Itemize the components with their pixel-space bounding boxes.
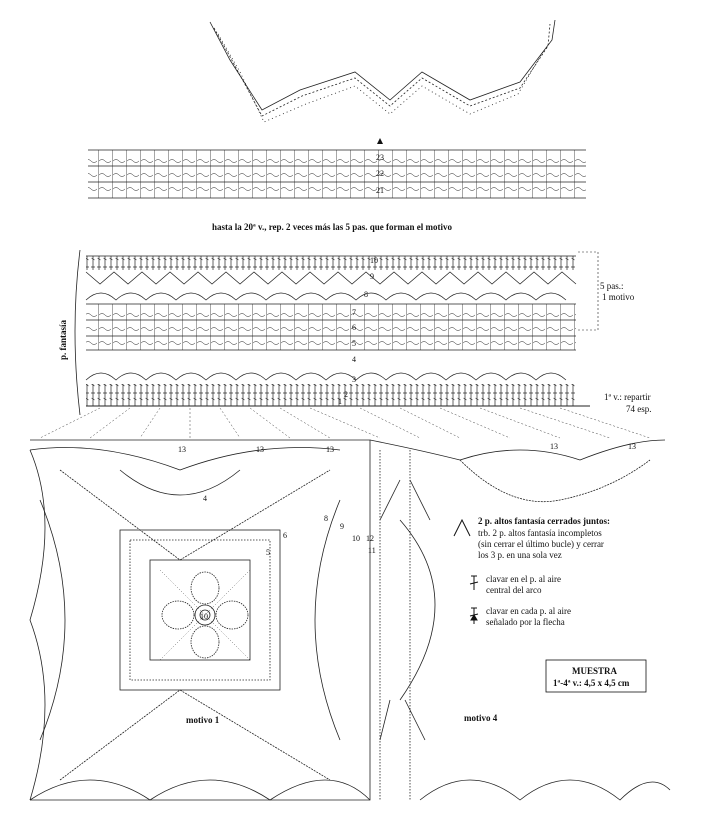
legend-cluster-text: los 3 p. en una sola vez [478,550,562,560]
sample-title: MUESTRA [572,666,618,676]
first-row-label: 1ª v.: repartir [604,392,651,402]
fancy-stitch-band [74,249,599,416]
row-number: 9 [370,272,374,281]
legend-cluster-text: (sin cerrar el último bucle) y cerrar [478,539,604,549]
fancy-stitch-label: p. fantasía [58,319,68,360]
legend-arrow-pin-text: clavar en cada p. al aire [486,606,571,616]
round-number: 6 [283,531,287,540]
first-row-label: 74 esp. [626,404,652,414]
top-zigzag-edge [209,19,556,123]
row-number: 1 [338,397,342,406]
motif-4-label: motivo 4 [464,713,498,723]
row-number: 4 [352,355,356,364]
cluster-symbol-icon [453,518,471,537]
repeat-label: 1 motivo [602,292,635,302]
connection-lines [39,407,651,439]
join-number: 13 [256,445,264,454]
join-number: 13 [628,442,636,451]
round-number: 11 [368,546,376,555]
round-number: 10 [200,612,208,621]
pin-symbol-icon [469,575,479,590]
round-number: 9 [340,522,344,531]
sample-value: 1ª-4ª v.: 4,5 x 4,5 cm [553,678,630,688]
edging-rows [88,138,586,199]
row-number: 6 [352,323,356,332]
row-number: 3 [352,375,356,384]
row-number: 23 [376,153,384,162]
round-number: 12 [366,534,374,543]
join-number: 13 [178,445,186,454]
row-number: 21 [376,186,384,195]
legend-pin-text: central del arco [486,585,542,595]
row-number: 5 [352,339,356,348]
round-number: 5 [266,548,270,557]
motif-1-label: motivo 1 [186,715,220,725]
row-number: 10 [370,256,378,265]
sample-box [545,659,647,693]
join-number: 13 [326,445,334,454]
legend-cluster-title: 2 p. altos fantasía cerrados juntos: [478,516,610,526]
round-number: 8 [324,514,328,523]
motif-4-diagram [369,439,671,801]
edging-caption: hasta la 20ª v., rep. 2 veces más las 5 … [212,222,453,232]
round-number: 10 [352,534,360,543]
legend-arrow-pin-text: señalado por la flecha [486,617,565,627]
row-number: 7 [352,308,356,317]
row-number: 22 [376,169,384,178]
motif-1-diagram [29,439,371,801]
row-number: 8 [364,290,368,299]
row-number: 2 [344,390,348,399]
legend-cluster-text: trb. 2 p. altos fantasía incompletos [478,528,602,538]
round-number: 4 [203,494,207,503]
repeat-label: 5 pas.: [600,281,624,291]
join-number: 13 [550,442,558,451]
legend-pin-text: clavar en el p. al aire [486,574,561,584]
legend-symbols [453,518,479,624]
